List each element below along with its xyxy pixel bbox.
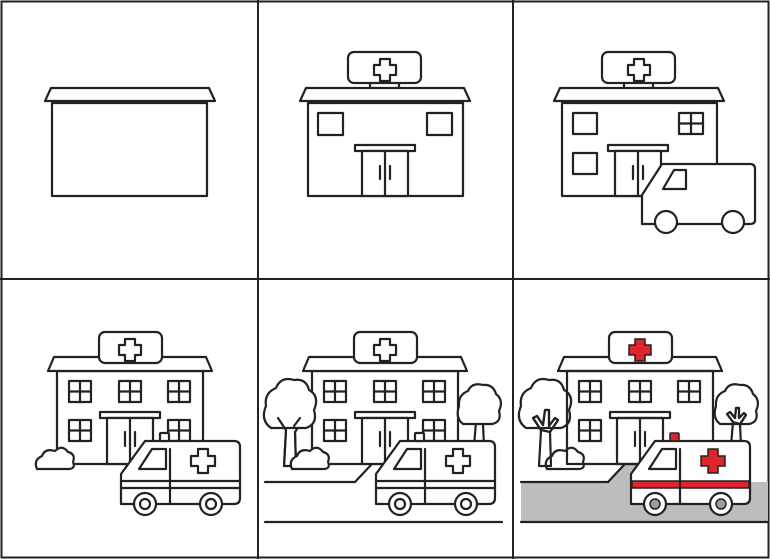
tree-icon-left [262, 377, 318, 468]
step-1-panel [43, 86, 217, 198]
bush-icon [289, 446, 330, 471]
tree-icon-left [517, 377, 573, 468]
window [571, 111, 599, 136]
building-body [50, 101, 209, 198]
step-5-panel [262, 330, 504, 524]
cross-icon [444, 447, 472, 475]
road [263, 463, 504, 524]
window [677, 111, 705, 136]
siren [158, 431, 171, 443]
tree-icon-right [713, 383, 760, 448]
step-4-panel [34, 330, 242, 517]
siren [413, 431, 426, 443]
roof [556, 355, 724, 373]
ambulance-stripe [631, 480, 750, 489]
windows [577, 379, 702, 443]
sign [352, 330, 419, 365]
siren [669, 432, 680, 442]
bush-icon [34, 446, 75, 471]
window [425, 111, 454, 137]
windows [322, 379, 447, 443]
step-6-panel [517, 330, 770, 524]
ambulance-icon [119, 431, 242, 517]
roof [552, 86, 726, 103]
sign [97, 330, 164, 365]
red-cross-icon [628, 338, 652, 362]
roof [43, 86, 217, 103]
cross-icon [117, 337, 143, 363]
sign [600, 50, 677, 85]
cross-icon [372, 337, 398, 363]
cross-icon [626, 57, 652, 83]
ambulance-icon [629, 432, 752, 517]
step-2-panel [298, 50, 472, 198]
sign [346, 50, 423, 85]
van-outline [640, 162, 757, 235]
cross-icon [372, 57, 398, 83]
window [571, 151, 599, 176]
step-3-panel [552, 50, 757, 235]
tree-icon-right [456, 383, 503, 448]
ambulance-icon [374, 431, 497, 517]
window [316, 111, 345, 137]
windows [67, 379, 192, 443]
roof [298, 86, 472, 103]
cross-icon [189, 447, 217, 475]
red-cross-icon [700, 448, 726, 474]
bush-icon [544, 446, 585, 471]
